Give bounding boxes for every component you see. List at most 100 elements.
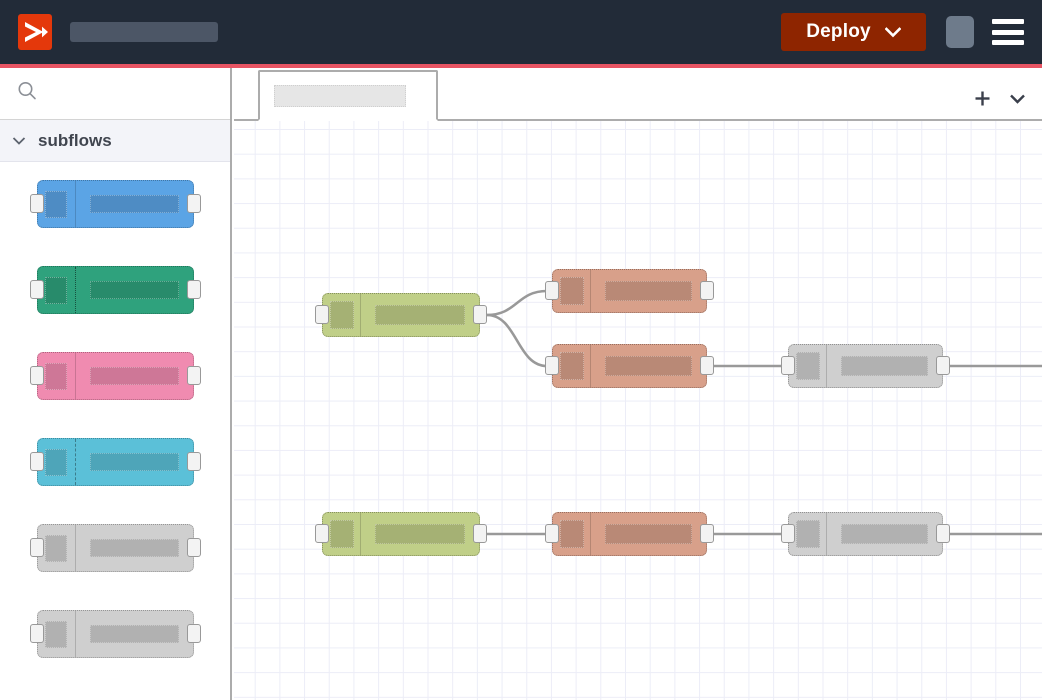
node-label (605, 524, 692, 544)
palette-sidebar: subflows (0, 68, 232, 700)
palette-node-2[interactable] (29, 266, 201, 314)
node-icon-cell (789, 345, 827, 387)
tabbar-actions (974, 90, 1026, 107)
node-output-port[interactable] (186, 366, 201, 385)
canvas-node-gray-mid[interactable] (781, 344, 950, 388)
node-icon-icon (559, 277, 584, 305)
node-input-port[interactable] (545, 524, 559, 543)
chevron-down-icon[interactable] (1009, 93, 1026, 105)
node-icon-cell (38, 267, 76, 313)
canvas-node-green-top[interactable] (315, 293, 487, 337)
node-label-cell (827, 345, 942, 387)
node-label (89, 453, 179, 471)
node-input-port[interactable] (29, 452, 44, 471)
node-output-port[interactable] (700, 356, 714, 375)
node-input-port[interactable] (781, 356, 795, 375)
node-label-cell (76, 525, 193, 571)
flow-canvas[interactable] (234, 121, 1042, 700)
node-input-port[interactable] (29, 366, 44, 385)
node-label-cell (361, 513, 479, 555)
hamburger-menu-icon[interactable] (992, 19, 1024, 45)
search-icon (16, 80, 38, 107)
palette-node-3[interactable] (29, 352, 201, 400)
palette-category-label: subflows (38, 130, 112, 150)
canvas-node-salmon-mid[interactable] (545, 344, 714, 388)
palette-list-item[interactable] (29, 352, 201, 400)
node-label (89, 539, 179, 557)
palette-node-5[interactable] (29, 524, 201, 572)
menu-bar-2 (992, 29, 1024, 35)
palette-list-item[interactable] (29, 438, 201, 486)
canvas-node-gray-bot[interactable] (781, 512, 950, 556)
flow-title-placeholder[interactable] (70, 22, 218, 42)
palette-node-1[interactable] (29, 180, 201, 228)
node-output-port[interactable] (936, 524, 950, 543)
node-output-port[interactable] (186, 538, 201, 557)
subflow-icon-icon (45, 190, 67, 218)
palette-list-item[interactable] (29, 610, 201, 658)
node-input-port[interactable] (545, 356, 559, 375)
palette-list-item[interactable] (29, 180, 201, 228)
node-red-logo-icon[interactable] (18, 14, 52, 50)
wire-n1-n2[interactable] (486, 289, 548, 317)
node-output-port[interactable] (473, 305, 487, 324)
node-output-port[interactable] (473, 524, 487, 543)
palette-list-item[interactable] (29, 524, 201, 572)
deploy-button-label: Deploy (806, 21, 871, 42)
subflow-icon-icon (45, 362, 67, 390)
node-label (89, 195, 179, 213)
palette-node-6[interactable] (29, 610, 201, 658)
node-input-port[interactable] (315, 305, 329, 324)
canvas-node-salmon-bot[interactable] (545, 512, 714, 556)
node-input-port[interactable] (315, 524, 329, 543)
node-input-port[interactable] (545, 281, 559, 300)
node-input-port[interactable] (781, 524, 795, 543)
node-label (89, 367, 179, 385)
node-output-port[interactable] (186, 280, 201, 299)
deploy-button[interactable]: Deploy (781, 13, 926, 51)
flow-tabbar (234, 68, 1042, 121)
node-icon-cell (553, 513, 591, 555)
palette-node-4[interactable] (29, 438, 201, 486)
menu-bar-1 (992, 19, 1024, 24)
node-label (605, 281, 692, 301)
subflow-icon-icon (45, 620, 67, 648)
user-avatar-icon[interactable] (946, 16, 974, 48)
node-output-port[interactable] (186, 624, 201, 643)
node-icon-icon (559, 520, 584, 548)
node-output-port[interactable] (700, 281, 714, 300)
node-input-port[interactable] (29, 624, 44, 643)
node-label (375, 305, 465, 325)
palette-list-item[interactable] (29, 266, 201, 314)
node-icon-cell (553, 345, 591, 387)
node-output-port[interactable] (186, 194, 201, 213)
palette-search-input[interactable] (0, 68, 230, 120)
node-label-cell (76, 181, 193, 227)
node-output-port[interactable] (936, 356, 950, 375)
node-input-port[interactable] (29, 194, 44, 213)
node-icon-icon (559, 352, 584, 380)
node-label-cell (591, 513, 706, 555)
canvas-node-green-bot[interactable] (315, 512, 487, 556)
node-icon-cell (789, 513, 827, 555)
plus-icon[interactable] (974, 90, 991, 107)
node-output-port[interactable] (186, 452, 201, 471)
node-icon-cell (323, 513, 361, 555)
chevron-down-icon[interactable] (12, 136, 26, 146)
chevron-down-icon[interactable] (884, 26, 901, 38)
node-input-port[interactable] (29, 280, 44, 299)
wire-n1-n3[interactable] (486, 313, 548, 368)
node-label-cell (827, 513, 942, 555)
app-header: Deploy (0, 0, 1042, 64)
node-input-port[interactable] (29, 538, 44, 557)
node-output-port[interactable] (700, 524, 714, 543)
canvas-node-salmon-top[interactable] (545, 269, 714, 313)
subflow-icon-icon (45, 448, 67, 476)
subflow-icon-icon (45, 276, 67, 304)
node-label-cell (591, 270, 706, 312)
node-label (841, 524, 928, 544)
flow-tab-1[interactable] (258, 70, 438, 121)
palette-category-subflows[interactable]: subflows (0, 120, 230, 162)
node-icon-icon (795, 352, 820, 380)
node-icon-icon (329, 520, 354, 548)
